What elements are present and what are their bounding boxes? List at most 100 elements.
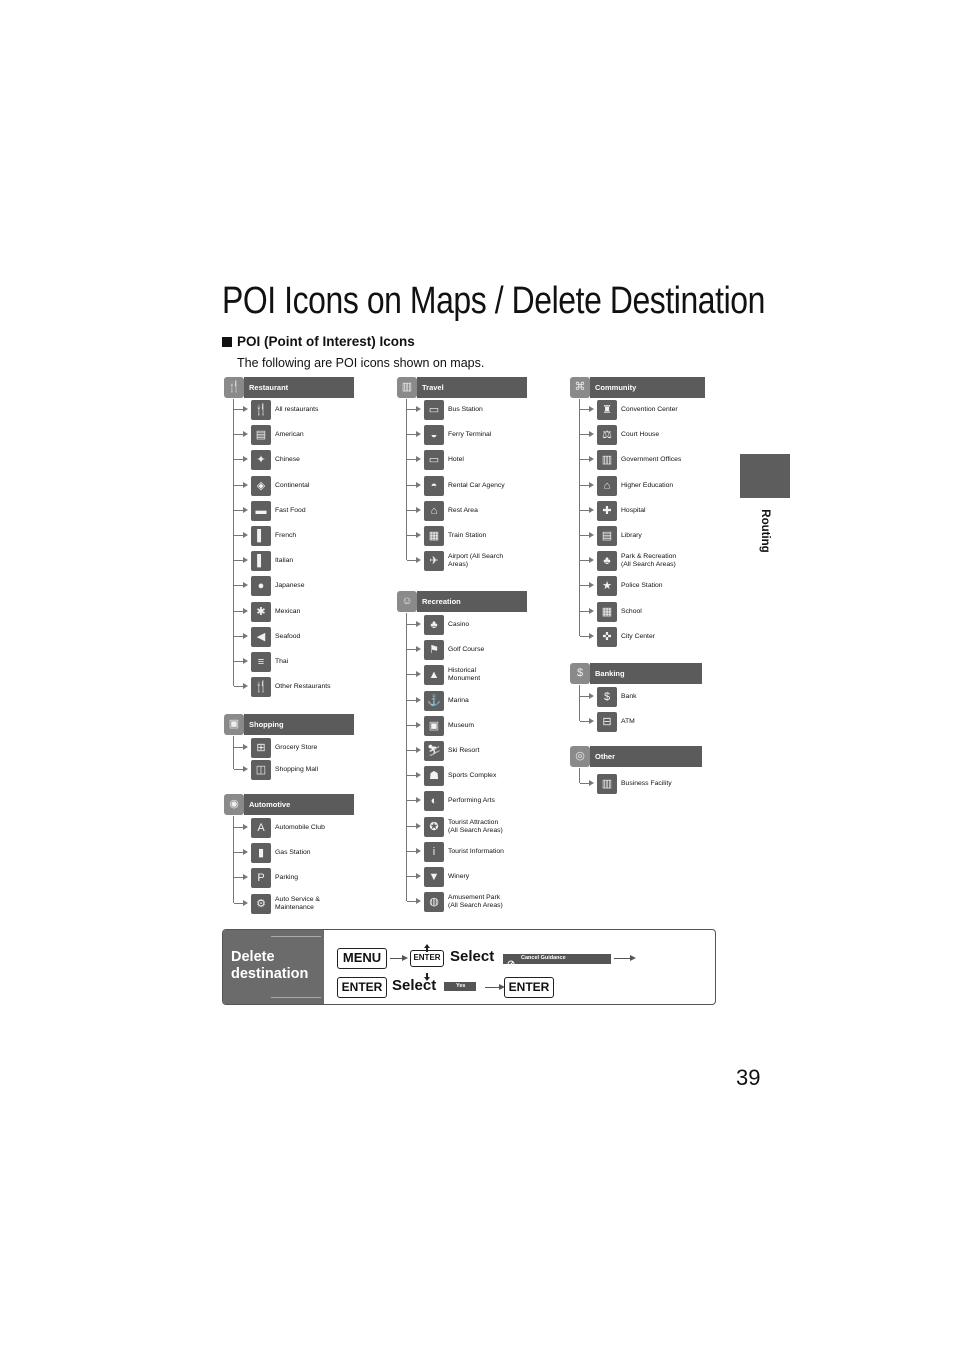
police-icon: ★ <box>597 576 617 597</box>
japanese-flag-icon: ● <box>251 576 271 597</box>
poi-item-label: Library <box>621 532 642 539</box>
poi-item: ▌French <box>224 526 384 546</box>
poi-item: ♜Convention Center <box>570 400 730 420</box>
flow-arrow <box>390 955 408 961</box>
museum-icon: ▣ <box>424 715 444 736</box>
poi-item-label: Rental Car Agency <box>448 481 505 489</box>
poi-item: ▬Fast Food <box>224 500 384 521</box>
continental-icon: ◈ <box>251 475 271 496</box>
branch-arrow <box>580 506 594 513</box>
category-header: Automotive <box>244 794 354 815</box>
cancel-guidance-button: Cancel Guidance <box>503 954 611 964</box>
poi-item-label: Continental <box>275 481 310 489</box>
building-icon: ▥ <box>597 774 617 794</box>
page-number: 39 <box>736 1065 761 1090</box>
poi-item-label: Court House <box>621 431 660 439</box>
poi-item-label: Park & Recreation (All Search Areas) <box>621 553 677 569</box>
government-icon: ▥ <box>597 450 617 471</box>
french-flag-icon: ▌ <box>251 526 271 546</box>
runner-icon: ☗ <box>424 766 444 787</box>
parking-icon: P <box>251 868 271 889</box>
branch-arrow <box>407 456 421 463</box>
category-header: Restaurant <box>244 377 354 398</box>
golf-icon: ⚑ <box>424 640 444 661</box>
shopping-icon: ▣ <box>224 714 244 735</box>
poi-item-label: Amusement Park (All Search Areas) <box>448 894 503 910</box>
tree-icon: ♣ <box>597 551 617 572</box>
tree-line <box>233 816 234 903</box>
poi-item-label: Historical Monument <box>448 667 481 683</box>
anchor-icon: ⚓ <box>424 690 444 711</box>
poi-item-label: Golf Course <box>448 646 485 654</box>
divider <box>271 997 321 998</box>
smiley-icon: ☺ <box>397 591 417 612</box>
branch-arrow <box>407 557 421 564</box>
branch-arrow <box>407 506 421 513</box>
enter-key: ENTER <box>410 950 444 967</box>
branch-arrow <box>407 721 421 728</box>
branch-arrow <box>580 456 594 463</box>
fuel-pump-icon: ▮ <box>251 843 271 864</box>
menu-key: MENU <box>337 948 387 969</box>
branch-arrow <box>407 481 421 488</box>
poi-item: ▭Bus Station <box>397 400 557 420</box>
branch-arrow <box>580 406 594 412</box>
ferry-icon: ◒ <box>424 425 444 446</box>
poi-item-label: Police Station <box>621 582 663 590</box>
branch-arrow <box>407 873 421 879</box>
branch-arrow <box>407 646 421 653</box>
branch-arrow <box>580 607 594 614</box>
poi-item-label: Seafood <box>275 632 301 640</box>
branch-arrow <box>234 557 248 564</box>
category-header: Recreation <box>417 591 527 612</box>
poi-item-label: Chinese <box>275 456 300 464</box>
poi-item-label: Auto Service & Maintenance <box>275 895 320 911</box>
poi-item: ⌂Rest Area <box>397 500 557 521</box>
italian-flag-icon: ▌ <box>251 551 271 572</box>
convention-icon: ♜ <box>597 400 617 420</box>
poi-item: ✚Hospital <box>570 500 730 521</box>
travel-icon: ▥ <box>397 377 417 398</box>
branch-arrow <box>234 744 248 750</box>
branch-arrow <box>234 824 248 830</box>
branch-arrow <box>580 718 594 724</box>
poi-item-label: Rest Area <box>448 506 478 514</box>
branch-arrow <box>234 899 248 906</box>
atm-icon: ⊟ <box>597 712 617 732</box>
poi-item-label: Hotel <box>448 456 464 464</box>
poi-item: ▥ Business Facility <box>570 774 730 794</box>
poi-item-label: Business Facility <box>621 780 672 787</box>
poi-item-label: Grocery Store <box>275 744 318 751</box>
poi-item-label: Other Restaurants <box>275 683 331 691</box>
branch-arrow <box>407 671 421 678</box>
other-icon: ◎ <box>570 746 590 767</box>
dollar-icon: $ <box>597 687 617 707</box>
rental-car-icon: ◓ <box>424 475 444 496</box>
poi-item-label: Performing Arts <box>448 797 495 805</box>
poi-item-label: Marina <box>448 696 469 704</box>
poi-item-label: Higher Education <box>621 481 674 489</box>
cutlery-icon: 🍴 <box>224 377 244 398</box>
branch-arrow <box>234 632 248 639</box>
poi-item-label: Bank <box>621 693 637 700</box>
poi-item: ▣Museum <box>397 715 557 736</box>
tree-line <box>579 685 580 721</box>
poi-item: ✦Chinese <box>224 450 384 471</box>
branch-arrow <box>580 693 594 699</box>
side-tab-marker <box>740 454 790 498</box>
wrench-icon: ⚙ <box>251 893 271 914</box>
poi-item-label: Gas Station <box>275 849 311 857</box>
poi-item-label: American <box>275 431 304 439</box>
category-header: Other <box>590 746 702 767</box>
fish-icon: ◀ <box>251 626 271 647</box>
cancel-icon <box>507 955 515 968</box>
poi-item-label: School <box>621 607 642 615</box>
branch-arrow <box>407 532 421 538</box>
thai-flag-icon: ≡ <box>251 652 271 672</box>
poi-item-label: All restaurants <box>275 406 319 413</box>
flow-arrow <box>614 955 636 961</box>
book-icon: ▤ <box>597 526 617 546</box>
delete-destination-panel <box>222 929 716 1005</box>
